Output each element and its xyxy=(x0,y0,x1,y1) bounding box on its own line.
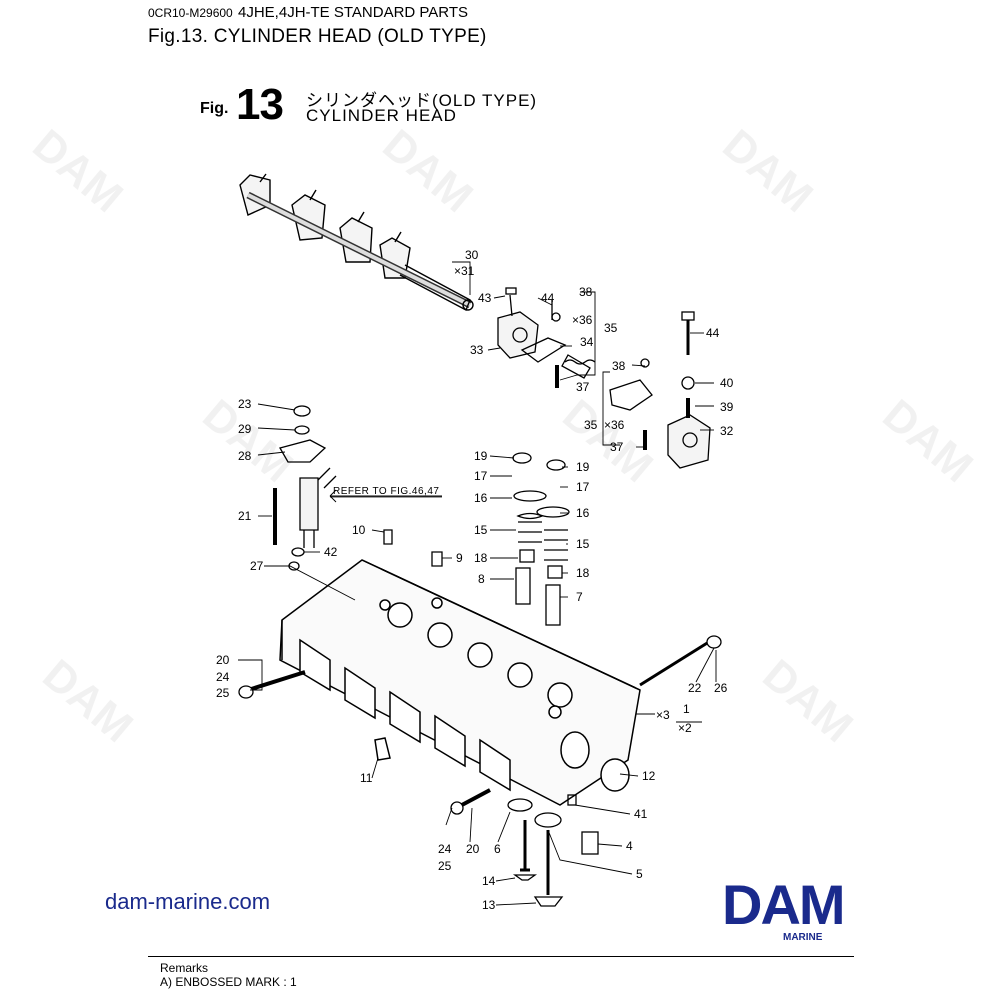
callout: 37 xyxy=(576,380,590,394)
callout: 20 xyxy=(216,653,230,667)
callout: 29 xyxy=(238,422,252,436)
callout: 35 xyxy=(584,418,598,432)
callout: 18 xyxy=(576,566,590,580)
callout: 6 xyxy=(494,842,501,856)
refer-note: REFER TO FIG.46,47 xyxy=(333,486,439,497)
rocker-arm-parts xyxy=(497,287,711,469)
remarks-label: Remarks xyxy=(160,961,209,975)
callout-labels: 30 ×31 43 44 38 ×36 35 34 33 37 44 38 40… xyxy=(216,248,734,912)
callout: 34 xyxy=(580,335,594,349)
callout: ×3 xyxy=(656,708,670,722)
callout: 17 xyxy=(576,480,590,494)
remarks-text: A) ENBOSSED MARK : 1 xyxy=(160,975,297,989)
figure-english-title: CYLINDER HEAD xyxy=(306,106,457,125)
callout: 9 xyxy=(456,551,463,565)
callout: 35 xyxy=(604,321,618,335)
callout: 37 xyxy=(610,440,624,454)
callout: 25 xyxy=(438,859,452,873)
callout: 14 xyxy=(482,874,496,888)
figure-number: 13 xyxy=(236,80,284,129)
watermark: DAM xyxy=(374,120,482,222)
callout: 17 xyxy=(474,469,488,483)
callout: 28 xyxy=(238,449,252,463)
callout: 38 xyxy=(612,359,626,373)
callout: 41 xyxy=(634,807,648,821)
callout: 44 xyxy=(541,291,555,305)
callout: 26 xyxy=(714,681,728,695)
callout: 8 xyxy=(478,572,485,586)
callout: 23 xyxy=(238,397,252,411)
document-title: 4JHE,4JH-TE STANDARD PARTS xyxy=(238,4,469,21)
rocker-shaft-assembly xyxy=(239,173,474,311)
leader-lines xyxy=(238,261,717,906)
callout: 33 xyxy=(470,343,484,357)
callout: 43 xyxy=(478,291,492,305)
callout: ×2 xyxy=(678,721,692,735)
figure-title: Fig.13. CYLINDER HEAD (OLD TYPE) xyxy=(148,26,487,47)
bolts-and-lower-parts xyxy=(238,635,722,907)
callout: 39 xyxy=(720,400,734,414)
callout: ×31 xyxy=(454,264,475,278)
brand-logo: DAM xyxy=(722,873,846,936)
callout: 16 xyxy=(576,506,590,520)
website-link[interactable]: dam-marine.com xyxy=(105,889,271,914)
callout: 1 xyxy=(683,702,690,716)
callout: 19 xyxy=(474,449,488,463)
callout: 24 xyxy=(438,842,452,856)
callout: 40 xyxy=(720,376,734,390)
part-code: 0CR10-M29600 xyxy=(148,6,233,20)
callout: 13 xyxy=(482,898,496,912)
footer-divider xyxy=(148,956,854,957)
watermark: DAM xyxy=(714,120,822,222)
figure-japanese-title: シリンダヘッド(OLD TYPE) xyxy=(306,91,538,110)
figure-tag: Fig. xyxy=(200,100,229,117)
injector-and-valve-parts xyxy=(273,405,570,626)
watermark: DAM xyxy=(874,390,982,492)
callout: 11 xyxy=(360,771,373,785)
callout: 15 xyxy=(474,523,488,537)
watermark: DAM xyxy=(24,120,132,222)
callout: 32 xyxy=(720,424,734,438)
cylinder-head-body xyxy=(279,559,641,806)
callout: 30 xyxy=(465,248,479,262)
callout: 24 xyxy=(216,670,230,684)
callout: 5 xyxy=(636,867,643,881)
callout: 15 xyxy=(576,537,590,551)
callout: 4 xyxy=(626,839,633,853)
callout: 21 xyxy=(238,509,252,523)
callout: 18 xyxy=(474,551,488,565)
callout: 10 xyxy=(352,523,366,537)
brand-subtitle: MARINE xyxy=(783,932,823,943)
callout: ×36 xyxy=(604,418,625,432)
callout: 7 xyxy=(576,590,583,604)
callout: 44 xyxy=(706,326,720,340)
callout: 42 xyxy=(324,545,338,559)
callout: 19 xyxy=(576,460,590,474)
callout: 38 xyxy=(579,285,593,299)
callout: 16 xyxy=(474,491,488,505)
watermark: DAM xyxy=(34,650,142,752)
watermark: DAM xyxy=(754,650,862,752)
callout: 12 xyxy=(642,769,656,783)
callout: 20 xyxy=(466,842,480,856)
callout: 22 xyxy=(688,681,702,695)
callout: 27 xyxy=(250,559,264,573)
callout: ×36 xyxy=(572,313,593,327)
callout: 25 xyxy=(216,686,230,700)
